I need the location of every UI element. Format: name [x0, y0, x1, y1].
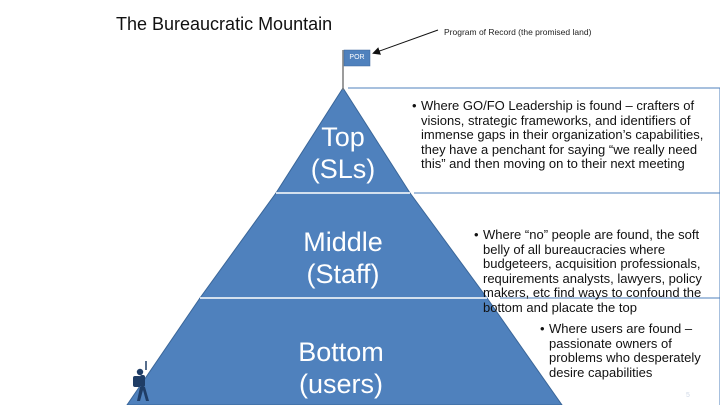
tier-top-line1: Top [321, 122, 365, 152]
flag-cloth [343, 49, 371, 67]
bullet-icon: • [474, 227, 479, 242]
tier-middle-description-text: Where “no” people are found, the soft be… [483, 227, 702, 315]
tier-top-description: • Where GO/FO Leadership is found – craf… [412, 98, 717, 172]
tier-label-middle: Middle (Staff) [273, 226, 413, 290]
bullet-icon: • [540, 321, 545, 336]
description-boxes [348, 87, 720, 405]
tier-middle-line1: Middle [303, 227, 383, 257]
top-box-outline [348, 87, 720, 405]
page-number: 5 [686, 392, 690, 399]
arrow-icon [372, 29, 439, 55]
tier-label-top: Top (SLs) [293, 121, 393, 185]
tier-middle-description: • Where “no” people are found, the soft … [474, 227, 715, 316]
tier-bottom-line1: Bottom [298, 337, 384, 367]
tier-label-bottom: Bottom (users) [271, 336, 411, 400]
bullet-icon: • [412, 98, 417, 113]
tier-top-line2: (SLs) [310, 154, 376, 184]
tier-top-description-text: Where GO/FO Leadership is found – crafte… [421, 98, 704, 172]
tier-middle-line2: (Staff) [306, 259, 380, 289]
slide-title: The Bureaucratic Mountain [116, 14, 333, 34]
tier-bottom-line2: (users) [298, 369, 383, 399]
flag-icon [342, 49, 371, 90]
callout-text: Program of Record (the promised land) [444, 27, 592, 37]
tier-bottom-description: • Where users are found – passionate own… [540, 321, 711, 380]
flag-label: POR [349, 54, 365, 61]
pyramid [126, 87, 563, 405]
tier-bottom-description-text: Where users are found – passionate owner… [549, 321, 701, 380]
hiker-icon [133, 361, 149, 401]
